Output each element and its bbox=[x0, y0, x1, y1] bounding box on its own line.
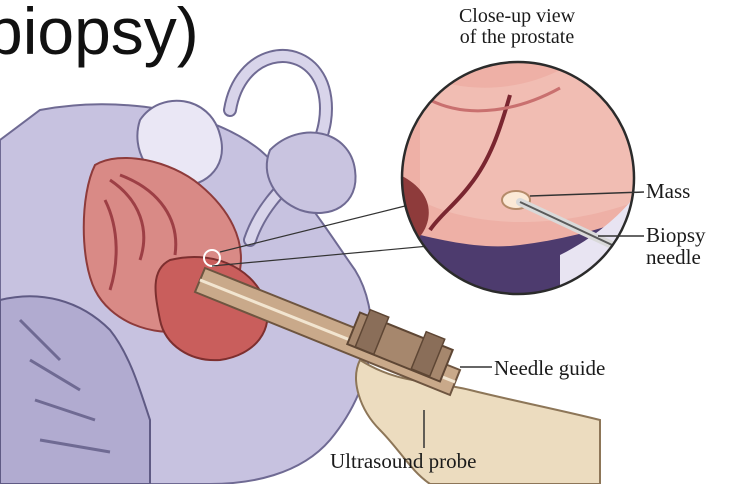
closeup-title: Close-up view of the prostate bbox=[432, 6, 602, 48]
label-biopsy-needle: Biopsy needle bbox=[646, 224, 706, 268]
closeup-title-line2: of the prostate bbox=[432, 27, 602, 48]
label-mass: Mass bbox=[646, 180, 690, 202]
slide-title-fragment: biopsy) bbox=[0, 0, 199, 64]
label-needle-guide: Needle guide bbox=[494, 357, 605, 379]
label-biopsy-needle-line2: needle bbox=[646, 246, 706, 268]
label-biopsy-needle-line1: Biopsy bbox=[646, 224, 706, 246]
label-ultrasound-probe: Ultrasound probe bbox=[330, 450, 476, 472]
closeup-title-line1: Close-up view bbox=[432, 6, 602, 27]
